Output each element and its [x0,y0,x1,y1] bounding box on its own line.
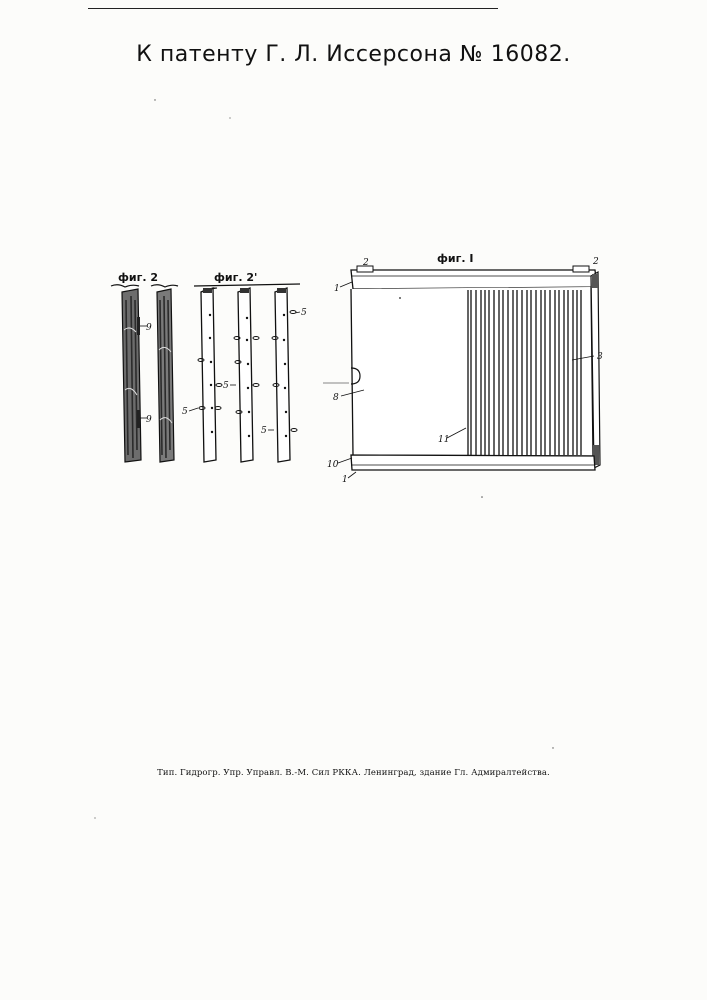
figure-2: фиг. 2 9 9 [111,271,178,462]
fig1-caption: фиг. I [437,252,473,265]
label-5-d: 5 [261,426,267,436]
figure-1: фиг. I [323,252,603,485]
fig2-caption: фиг. 2 [118,271,158,284]
label-5-c: 5 [182,407,188,417]
label-5-b: 5 [223,381,229,391]
plank-right [157,289,174,462]
label-2-right: 2 [592,257,599,267]
label-3: 3 [597,352,603,362]
label-8: 8 [333,393,339,403]
label-9-top: 9 [146,323,152,333]
figure-2a: фиг. 2' [182,271,307,462]
label-5-a: 5 [301,308,307,318]
plank-left [122,289,141,462]
bar-1 [198,288,222,462]
label-11: 11 [438,435,449,445]
bar-3 [272,288,297,462]
label-1-bottom: 1 [342,475,348,485]
label-1-top: 1 [334,284,340,294]
bar-2 [234,288,259,462]
label-10: 10 [327,460,339,470]
fig2a-caption: фиг. 2' [214,271,257,284]
printer-imprint: Тип. Гидрогр. Упр. Управл. В.-М. Сил РКК… [0,768,707,778]
label-2-left: 2 [362,258,369,268]
label-9-bottom: 9 [146,415,152,425]
